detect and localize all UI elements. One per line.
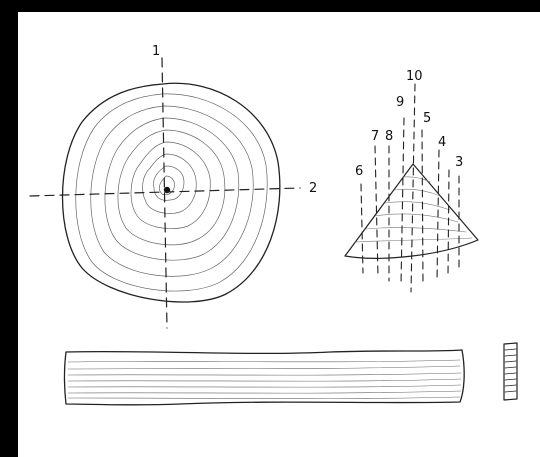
- wedge-ring: [375, 214, 458, 222]
- end-grain-line: [505, 349, 516, 350]
- label-cut-10: 10: [406, 69, 423, 84]
- end-grain-line: [505, 367, 516, 368]
- wedge-section: [345, 84, 478, 292]
- end-grain-line: [505, 373, 516, 374]
- label-cut-4: 4: [438, 135, 446, 150]
- wedge-ring: [355, 238, 472, 242]
- end-grain-line: [505, 391, 516, 392]
- wedge-ring: [385, 202, 450, 210]
- board-plank: [65, 350, 465, 405]
- board-grain: [68, 373, 461, 375]
- cut-line-4: [437, 150, 439, 281]
- label-cut-3: 3: [455, 155, 463, 170]
- wedge-ring: [365, 228, 466, 232]
- log-cross-section: [30, 58, 300, 328]
- board-grain: [68, 379, 461, 381]
- label-axis-2: 2: [309, 181, 317, 196]
- wedge-ring: [394, 189, 440, 196]
- end-grain-line: [505, 361, 516, 362]
- board-grain: [68, 397, 460, 399]
- growth-ring: [105, 118, 239, 260]
- end-grain-line: [505, 355, 516, 356]
- end-grain-piece: [504, 343, 517, 400]
- label-axis-1: 1: [152, 44, 160, 59]
- growth-ring: [131, 142, 210, 229]
- cut-line-10: [411, 84, 415, 292]
- label-cut-7: 7: [371, 129, 379, 144]
- board-grain: [68, 391, 461, 393]
- label-cut-8: 8: [385, 129, 393, 144]
- cut-line-6: [361, 184, 363, 273]
- board-grain: [68, 366, 460, 369]
- end-grain-line: [505, 385, 516, 386]
- label-cut-9: 9: [396, 95, 404, 110]
- label-cut-6: 6: [355, 164, 363, 179]
- growth-ring: [143, 154, 197, 214]
- cut-line-extra: [448, 170, 449, 275]
- end-grain-line: [505, 379, 516, 380]
- cut-line-5: [422, 130, 423, 283]
- growth-ring: [154, 166, 185, 200]
- board-outline: [65, 350, 465, 405]
- board-grain: [68, 360, 460, 362]
- board-grain: [68, 385, 461, 387]
- label-cut-5: 5: [423, 111, 431, 126]
- growth-ring: [118, 130, 225, 245]
